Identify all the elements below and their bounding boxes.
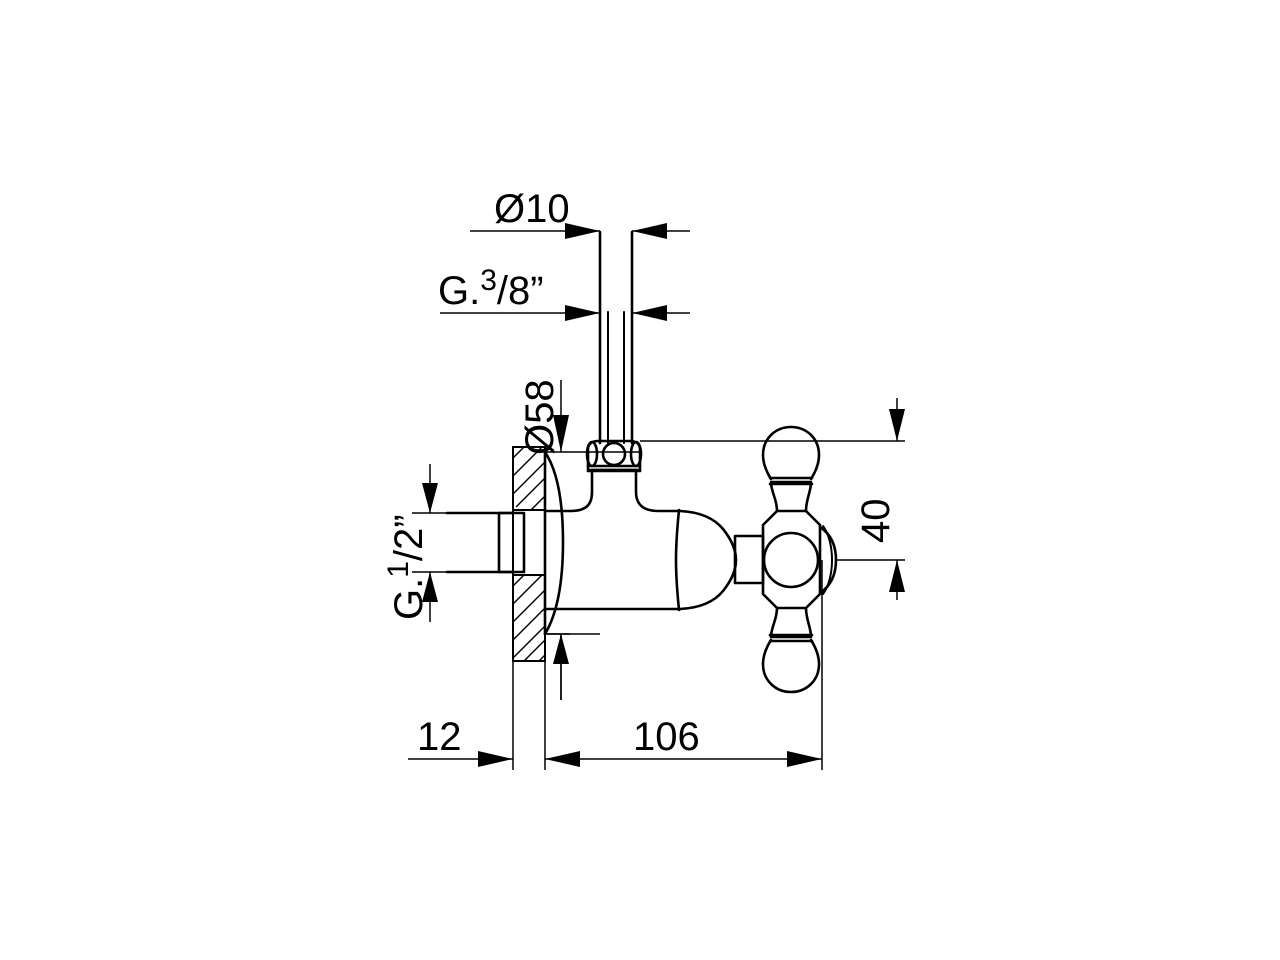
handle-stem — [733, 534, 765, 585]
g12-prefix: G. — [387, 578, 431, 620]
dim40-arrow-bottom — [889, 560, 905, 592]
g12-arrow-top — [422, 483, 438, 513]
inlet-flange-block — [497, 511, 526, 574]
g38-slash: / — [497, 269, 509, 313]
dim12-label: 12 — [417, 715, 462, 759]
inlet-nipple — [445, 511, 526, 574]
valve-top-nut — [585, 439, 643, 473]
g12-label: G.1/2” — [382, 514, 431, 620]
g38-arrow-left — [565, 305, 600, 321]
wall-hatch-upper — [512, 446, 546, 511]
dimension-106: 106 — [545, 560, 823, 770]
dia10-arrow-right — [632, 223, 667, 239]
dia58-label: Ø58 — [518, 379, 562, 455]
outlet-tube — [598, 230, 634, 445]
g38-prefix: G. — [438, 269, 480, 313]
cross-handle — [733, 425, 838, 694]
handle-lower-neck — [769, 606, 813, 639]
handle-upper-ball — [761, 425, 821, 481]
wall-hatch-lower — [512, 574, 546, 662]
valve-bonnet-seam — [674, 508, 681, 612]
handle-upper-neck — [769, 480, 813, 513]
g38-arrow-right — [632, 305, 667, 321]
dimension-12: 12 — [408, 634, 546, 770]
dim40-arrow-top — [889, 409, 905, 441]
g12-slash: / — [387, 549, 431, 561]
g12-suffix: ” — [387, 514, 431, 527]
dim40-label: 40 — [854, 499, 898, 544]
escutcheon-flange — [543, 450, 565, 636]
top-nut-centre-circle — [601, 441, 627, 467]
dim106-arrow-right — [787, 751, 822, 767]
dimension-g12: G.1/2” — [382, 464, 447, 622]
dia10-arrow-left — [565, 223, 600, 239]
wall-section — [512, 446, 546, 662]
dim106-label: 106 — [633, 715, 700, 759]
dimension-g38: G.3/8” — [438, 264, 690, 321]
dia58-arrow-top — [553, 415, 569, 452]
valve-body — [543, 468, 738, 612]
handle-hub-circle — [762, 531, 820, 589]
handle-hub — [761, 509, 822, 610]
valve-body-contour — [543, 468, 738, 611]
g38-numerator: 3 — [480, 264, 497, 297]
escutcheon-bottom-leader — [545, 633, 570, 700]
g38-label: G.3/8” — [438, 264, 544, 313]
dimension-dia10: Ø10 — [470, 187, 690, 272]
escutcheon-profile — [543, 450, 565, 636]
g12-arrow-bottom — [422, 572, 438, 602]
dimension-40: 40 — [640, 398, 905, 600]
g38-denominator: 8 — [508, 269, 530, 313]
handle-right-cap-ring — [822, 525, 833, 595]
handle-lower-ball — [761, 638, 821, 694]
dim106-arrow-left — [545, 751, 580, 767]
dia10-label: Ø10 — [494, 187, 570, 231]
g12-denominator: 2 — [387, 528, 431, 550]
g38-suffix: ” — [530, 269, 543, 313]
top-nut-right-ellipse — [629, 440, 643, 468]
top-nut-left-ellipse — [585, 440, 599, 468]
dimension-dia58: Ø58 — [518, 379, 640, 700]
dim12-arrow — [478, 751, 513, 767]
g12-numerator: 1 — [382, 561, 415, 578]
